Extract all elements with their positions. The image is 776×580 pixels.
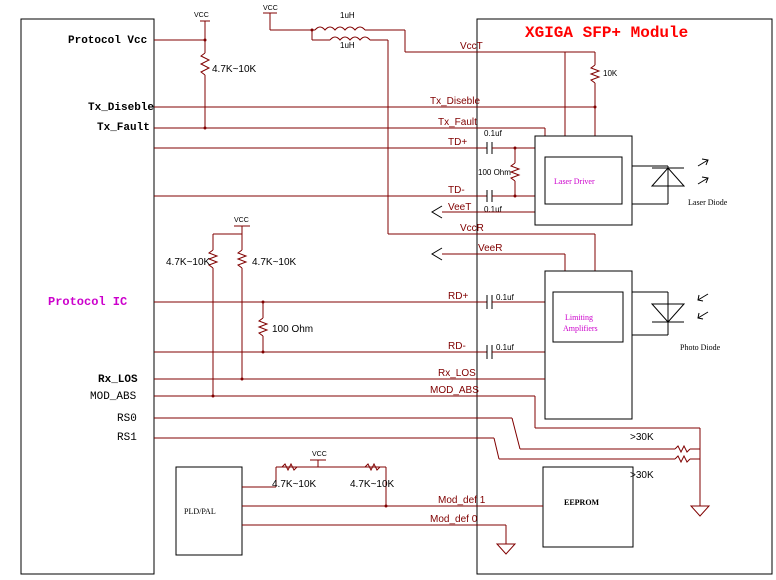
signal-rx-los: Rx_LOS <box>438 368 476 379</box>
signal-veet: VeeT <box>448 202 471 213</box>
emission-arrow <box>697 177 709 185</box>
pin-tx-disable: Tx_Diseble <box>88 102 154 114</box>
junction <box>593 105 597 109</box>
rs-30k-value-1: >30K <box>630 432 654 443</box>
protocol-ic-label: Protocol IC <box>48 295 127 309</box>
emission-arrowhead <box>701 158 709 166</box>
light-arrow <box>697 293 709 301</box>
limiting-amplifier-label-1: Limiting <box>565 313 593 322</box>
photo-diode-label: Photo Diode <box>680 343 721 352</box>
protocol-ic-box <box>20 18 155 575</box>
signal-rd-minus: RD- <box>448 341 466 352</box>
junction <box>261 300 265 304</box>
photo-diode-symbol <box>650 303 686 323</box>
cap-td-plus-value: 0.1uf <box>484 129 503 138</box>
signal-mod-abs: MOD_ABS <box>430 385 479 396</box>
vcc-label-top-left: VCC <box>194 12 209 19</box>
pld-pal-block <box>175 466 243 556</box>
pin-tx-fault: Tx_Fault <box>97 122 150 134</box>
pullup-pld-right-resistor <box>364 462 381 472</box>
junction <box>203 38 207 42</box>
inductor-top-value: 1uH <box>340 11 355 20</box>
res-100ohm-tx <box>509 162 521 182</box>
laser-driver-inner <box>544 156 623 205</box>
signal-tx-disable: Tx_Diseble <box>430 96 480 107</box>
junction <box>261 350 265 354</box>
pullup-pld-right-value: 4.7K~10K <box>350 479 395 490</box>
eeprom-label: EEPROM <box>564 498 600 507</box>
signal-td-plus: TD+ <box>448 137 467 148</box>
ground-symbol-right <box>689 505 711 517</box>
pin-rx-los: Rx_LOS <box>98 374 138 386</box>
vcc-label-pld: VCC <box>312 451 327 458</box>
junction <box>240 377 244 381</box>
cap-rd-minus-value: 0.1uf <box>496 343 515 352</box>
inductor-bottom <box>329 36 371 41</box>
limiting-amplifier-label-2: Amplifiers <box>563 324 598 333</box>
limiting-amplifier-inner <box>552 291 624 343</box>
pullup-rx-left-resistor <box>207 249 219 269</box>
light-arrowhead <box>697 312 704 320</box>
light-arrow <box>697 311 709 319</box>
pullup-pld-left-value: 4.7K~10K <box>272 479 317 490</box>
signal-veer: VeeR <box>478 243 502 254</box>
module-title: XGIGA SFP+ Module <box>525 24 688 42</box>
pullup-rx-left-value: 4.7K~10K <box>166 257 211 268</box>
cap-rd-plus-value: 0.1uf <box>496 293 515 302</box>
laser-driver-label: Laser Driver <box>554 177 595 186</box>
emission-arrowhead <box>701 176 709 184</box>
signal-vcct: VccT <box>460 41 483 52</box>
emission-arrow <box>697 159 709 167</box>
signal-mod-def1: Mod_def 1 <box>438 495 486 506</box>
limiting-amplifier-outer <box>544 270 633 420</box>
wire <box>511 417 521 450</box>
pullup-10k-resistor <box>589 64 601 84</box>
signal-tx-fault: Tx_Fault <box>438 117 477 128</box>
res-100ohm-rx <box>257 317 269 337</box>
junction <box>513 146 517 150</box>
pld-pal-label: PLD/PAL <box>184 507 216 516</box>
vcc-label-rx: VCC <box>234 217 249 224</box>
signal-mod-def0: Mod_def 0 <box>430 514 478 525</box>
inductor-bottom-value: 1uH <box>340 41 355 50</box>
pullup-pld-left-resistor <box>281 462 298 472</box>
ground-veet <box>431 205 443 219</box>
rs0-resistor <box>674 444 691 454</box>
pullup-resistor-top <box>199 52 211 76</box>
cap-td-minus-value: 0.1uf <box>484 205 503 214</box>
pullup-top-value: 4.7K~10K <box>212 64 257 75</box>
laser-diode-symbol <box>650 167 686 187</box>
signal-rd-plus: RD+ <box>448 291 468 302</box>
junction <box>384 504 388 508</box>
sfp-module-box <box>476 18 773 575</box>
res-100ohm-rx-value: 100 Ohm <box>272 324 313 335</box>
pullup-rx-right-value: 4.7K~10K <box>252 257 297 268</box>
rs1-resistor <box>674 454 691 464</box>
rs-30k-value-2: >30K <box>630 470 654 481</box>
ground-symbol-mod-def0 <box>495 543 517 555</box>
ground-veer <box>431 247 443 261</box>
pin-protocol-vcc: Protocol Vcc <box>68 35 147 47</box>
signal-td-minus: TD- <box>448 185 465 196</box>
junction <box>211 394 215 398</box>
pullup-rx-right-resistor <box>236 249 248 269</box>
laser-diode-label: Laser Diode <box>688 198 728 207</box>
vcc-label-inductor: VCC <box>263 5 278 12</box>
pullup-10k-value: 10K <box>603 69 618 78</box>
junction <box>513 194 517 198</box>
res-100ohm-tx-value: 100 Ohm <box>478 168 511 177</box>
wire <box>493 437 500 460</box>
pin-mod-abs: MOD_ABS <box>90 391 137 403</box>
inductor-top <box>314 26 366 31</box>
eeprom-block <box>542 466 634 548</box>
signal-vccr: VccR <box>460 223 484 234</box>
laser-driver-outer <box>534 135 633 226</box>
pin-rs1: RS1 <box>117 432 137 444</box>
light-arrowhead <box>697 294 704 302</box>
pin-rs0: RS0 <box>117 413 137 425</box>
